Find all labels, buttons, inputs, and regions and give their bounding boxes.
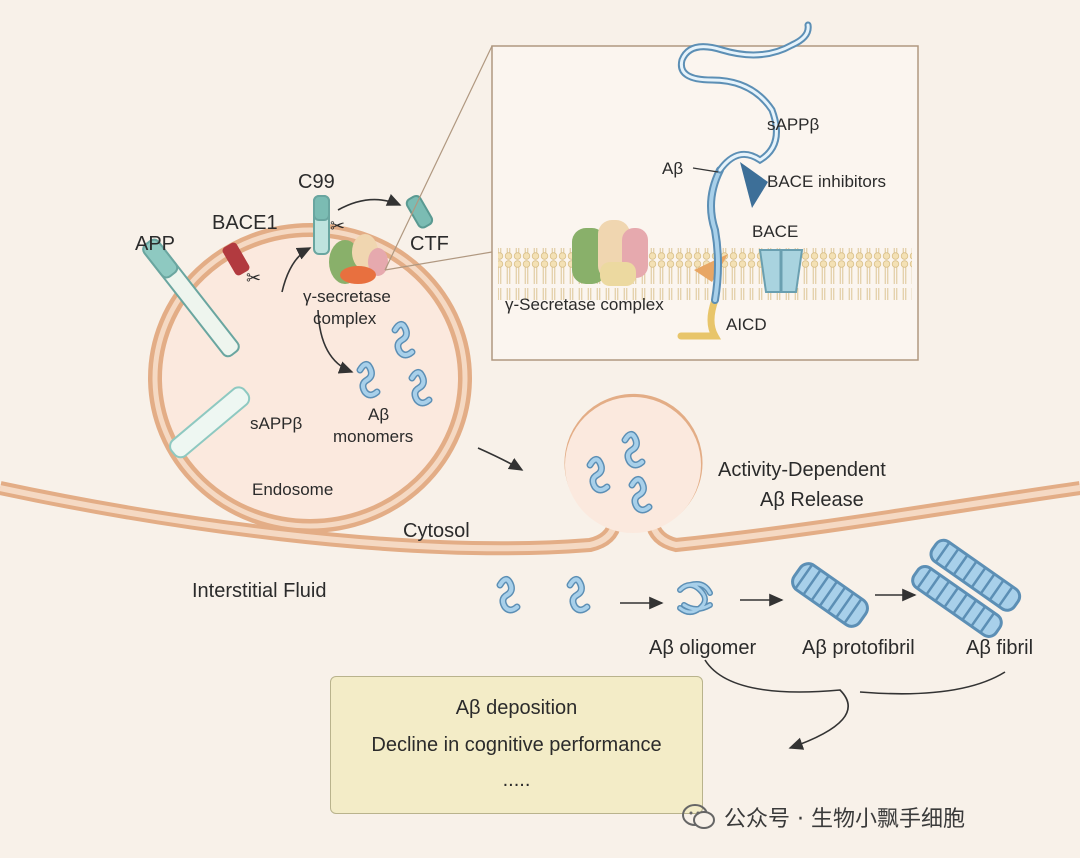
gamma-secretase-label-1: γ-secretase	[303, 287, 391, 306]
wechat-icon	[682, 804, 715, 829]
ab-protofibril-label: Aβ protofibril	[802, 637, 915, 659]
release-label-1: Activity-Dependent	[718, 459, 886, 481]
outcome-deposition: Aβ deposition	[455, 697, 578, 719]
interstitial-fluid-label: Interstitial Fluid	[192, 580, 327, 602]
gamma-secretase-large	[572, 220, 648, 286]
arrow-to-vesicle	[477, 447, 524, 471]
arrow-c99-to-ctf	[337, 194, 402, 211]
inset-bace-label: BACE	[752, 222, 798, 241]
inset-sappb-label: sAPPβ	[767, 115, 820, 134]
ab-monomers-label-1: Aβ	[368, 405, 389, 424]
app-protein	[142, 238, 240, 358]
bace-channel	[758, 249, 804, 293]
watermark-text: 公众号 · 生物小飘手细胞	[724, 807, 965, 832]
gamma-complex-label: γ-Secretase complex	[505, 295, 664, 314]
watermark: 公众号 · 生物小飘手细胞	[682, 800, 965, 834]
ab-monomers-label-2: monomers	[333, 427, 413, 446]
c99-fragment: ✂	[313, 195, 345, 255]
inset-panel: sAPPβ Aβ BACE inhibitors BACE γ-Secretas…	[491, 21, 919, 361]
ctf-label: CTF	[410, 233, 449, 255]
bace1-enzyme: ✂	[222, 242, 261, 288]
bace-inhibitor	[740, 162, 768, 208]
ctf-fragment	[405, 194, 434, 229]
inset-ab-label: Aβ	[662, 159, 683, 178]
endosome	[148, 223, 472, 533]
scissors-icon: ✂	[330, 216, 345, 236]
gamma-secretase-label-2: complex	[313, 309, 377, 328]
ab-monomer	[570, 579, 587, 610]
outcomes-box: Aβ deposition Decline in cognitive perfo…	[330, 676, 703, 814]
pathway-arrows	[281, 194, 1006, 750]
ab-fibril-label: Aβ fibril	[966, 637, 1033, 659]
arrow-app-to-c99	[281, 247, 312, 293]
outcome-cognitive-decline: Decline in cognitive performance	[371, 734, 662, 756]
sappb-fragment	[169, 386, 251, 459]
aicd-fragment	[677, 296, 722, 340]
gamma-secretase-small	[329, 234, 388, 284]
ab-oligomer-label: Aβ oligomer	[649, 637, 756, 659]
scissors-icon: ✂	[246, 268, 261, 288]
ab-oligomer-shape	[677, 581, 713, 615]
app-label: APP	[135, 233, 175, 255]
zoom-lines	[384, 45, 493, 271]
ab-fibril-shape	[911, 538, 1022, 638]
bace-inhibitors-label: BACE inhibitors	[767, 172, 886, 191]
sappb-label: sAPPβ	[250, 414, 303, 433]
arrow-to-outcomes	[704, 659, 849, 750]
cytosol-label: Cytosol	[403, 520, 470, 542]
release-label-2: Aβ Release	[760, 489, 864, 511]
arrow-to-monomers	[317, 309, 354, 374]
outcome-ellipsis: .....	[502, 769, 531, 791]
bace1-label: BACE1	[212, 212, 278, 234]
endosome-label: Endosome	[252, 480, 333, 499]
ab-protofibril-shape	[791, 562, 869, 628]
arrow-fibril-merge	[859, 671, 1006, 695]
aicd-label: AICD	[726, 315, 767, 334]
c99-label: C99	[298, 171, 335, 193]
ab-monomer	[500, 579, 517, 610]
